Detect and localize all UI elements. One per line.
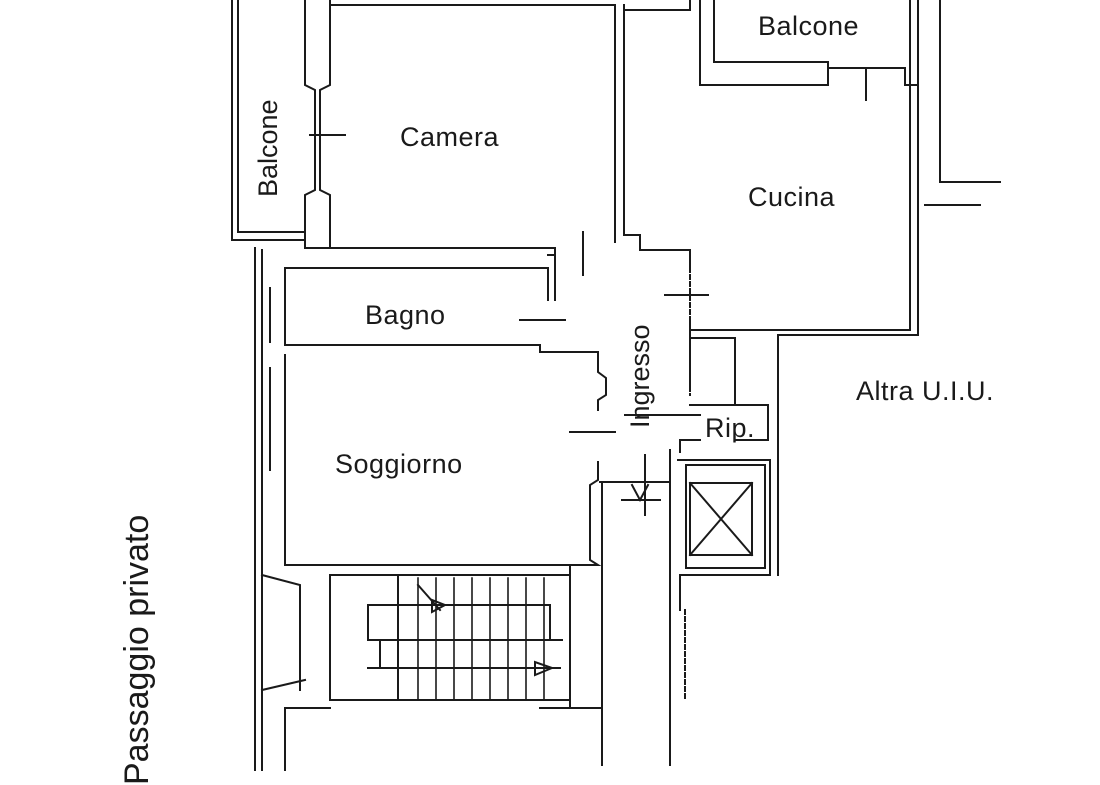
corridor-walls <box>599 449 671 766</box>
entrance-walls <box>260 573 601 771</box>
room-label-ingresso: Ingresso <box>625 324 655 428</box>
label-passaggio-privato: Passaggio privato <box>118 514 156 785</box>
room-label-camera: Camera <box>400 122 500 152</box>
camera-walls <box>319 0 691 301</box>
soggiorno-walls <box>269 351 701 576</box>
outer-walls <box>231 0 1001 771</box>
balcone-side-walls <box>304 0 346 241</box>
ripostiglio-walls <box>679 337 769 453</box>
room-label-balcone-top: Balcone <box>758 11 860 41</box>
room-label-cucina: Cucina <box>748 182 836 212</box>
room-label-bagno: Bagno <box>365 300 446 330</box>
door-swing-icon <box>684 267 691 701</box>
stair-arrow-icon <box>416 583 561 677</box>
balcone-top-walls <box>623 0 919 101</box>
staircase <box>329 574 571 701</box>
room-label-ripostiglio: Rip. <box>705 413 756 443</box>
elevator-shaft-icon <box>677 459 771 611</box>
bagno-walls <box>269 231 599 353</box>
label-altra-uiu: Altra U.I.U. <box>856 376 995 406</box>
room-label-soggiorno: Soggiorno <box>335 449 463 479</box>
room-label-balcone-side: Balcone <box>253 99 283 197</box>
